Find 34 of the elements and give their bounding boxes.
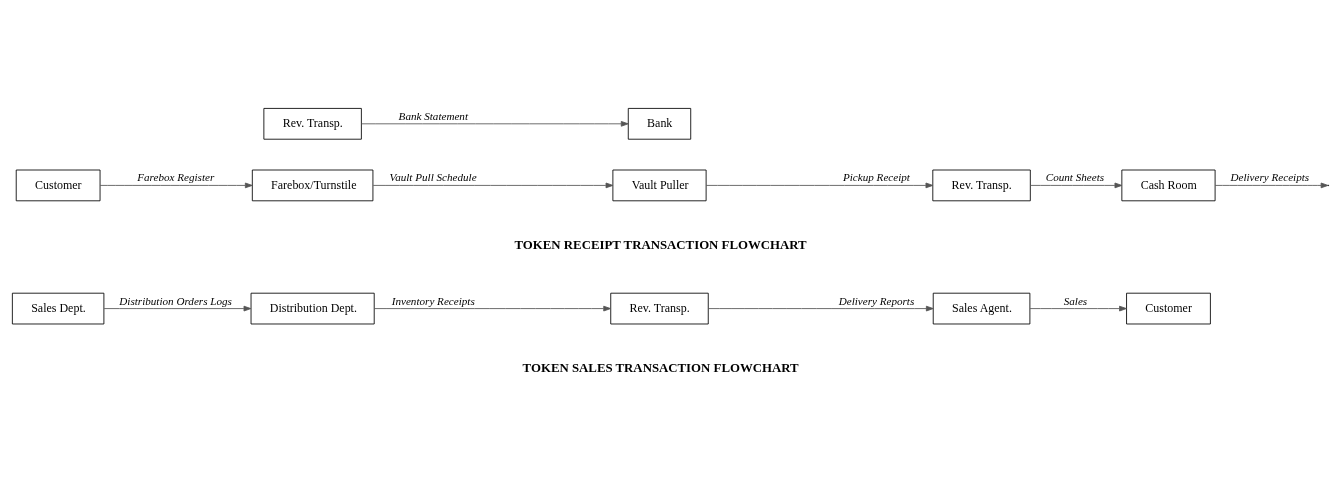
node-box: Vault Puller — [612, 169, 707, 202]
arrow — [1029, 182, 1123, 189]
node-box: Sales Dept. — [11, 292, 105, 325]
node-box: Farebox/Turnstile — [251, 169, 374, 202]
arrow — [361, 121, 629, 127]
node-box: Bank — [627, 108, 692, 140]
arrow — [103, 305, 252, 312]
arrow — [707, 305, 934, 312]
node-box: Cash Room — [1121, 169, 1216, 202]
arrow — [1214, 182, 1329, 189]
node-box: Sales Agent. — [932, 292, 1031, 325]
edge-label: Vault Pull Schedule — [389, 171, 477, 184]
node-box: Customer — [1126, 292, 1211, 325]
arrow — [1029, 305, 1127, 312]
edge-label: Count Sheets — [1045, 171, 1105, 184]
node-box: Rev. Transp. — [263, 108, 362, 140]
label: TOKEN RECEIPT TRANSACTION FLOWCHART — [514, 238, 807, 253]
node-box: Distribution Dept. — [250, 292, 375, 325]
node-box: Customer — [15, 169, 101, 202]
edge-label: Bank Statement — [398, 109, 469, 122]
edge-label: Inventory Receipts — [391, 294, 475, 307]
edge-label: Delivery Reports — [838, 294, 915, 307]
arrow — [373, 305, 611, 312]
edge-label: Pickup Receipt — [842, 171, 910, 184]
node-box: Rev. Transp. — [932, 169, 1031, 202]
edge-label: Sales — [1063, 294, 1088, 307]
edge-label: Farebox Register — [137, 171, 215, 184]
arrow — [99, 182, 253, 189]
edge-label: Distribution Orders Logs — [119, 294, 232, 307]
label: TOKEN SALES TRANSACTION FLOWCHART — [522, 361, 799, 376]
edge-label: Delivery Receipts — [1230, 171, 1310, 184]
arrow — [705, 182, 934, 189]
arrow — [372, 182, 614, 189]
node-box: Rev. Transp. — [610, 292, 709, 325]
